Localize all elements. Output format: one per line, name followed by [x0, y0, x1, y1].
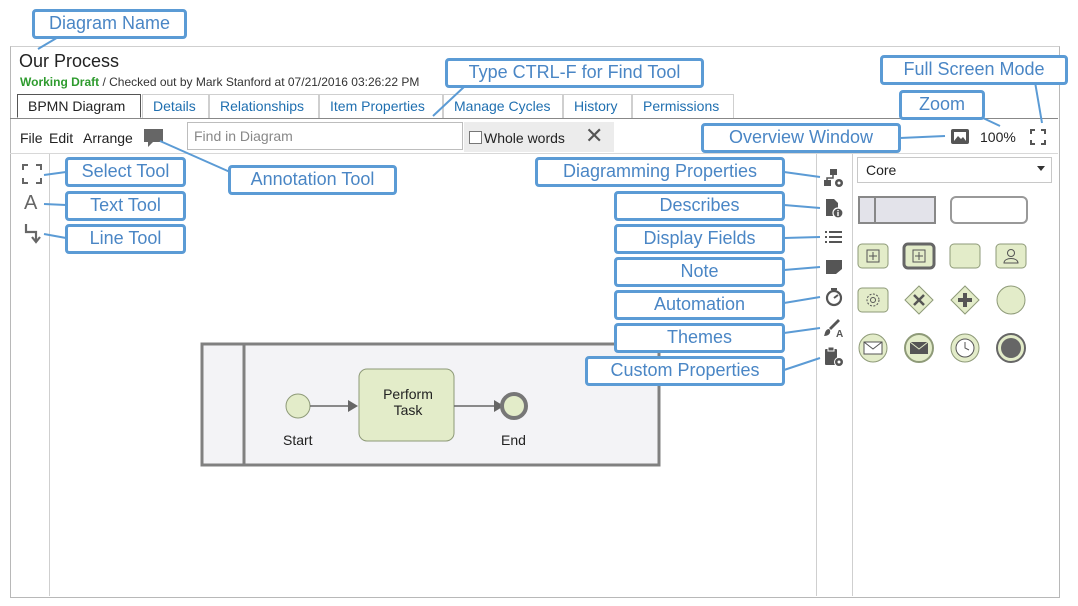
custom-properties-icon[interactable] — [823, 346, 845, 368]
themes-icon[interactable]: A — [823, 318, 845, 338]
find-input[interactable] — [187, 122, 463, 150]
task-label-line-1: Perform — [383, 386, 433, 402]
select-tool-icon[interactable] — [22, 164, 42, 184]
callout-diagramming-properties: Diagramming Properties — [535, 157, 785, 187]
bpmn-shape-palette[interactable] — [856, 242, 1042, 366]
menu-file[interactable]: File — [20, 130, 43, 146]
zoom-level[interactable]: 100% — [980, 129, 1016, 145]
line-tool-icon[interactable] — [23, 222, 45, 244]
callout-note: Note — [614, 257, 785, 287]
callout-display-fields: Display Fields — [614, 224, 785, 254]
overview-window-icon[interactable] — [950, 128, 970, 145]
diagram-title: Our Process — [19, 51, 120, 71]
automation-icon[interactable] — [824, 287, 844, 307]
callout-text-tool: Text Tool — [65, 191, 186, 221]
palette-select-value: Core — [866, 162, 897, 178]
task-label-line-2: Task — [393, 402, 423, 418]
left-toolbar-divider — [49, 154, 50, 596]
checkout-status: Working Draft / Checked out by Mark Stan… — [20, 75, 419, 89]
callout-automation: Automation — [614, 290, 785, 320]
tab-item-properties[interactable]: Item Properties — [319, 94, 443, 118]
diagram-window — [10, 46, 1060, 598]
task-label: Perform Task — [380, 386, 436, 418]
callout-full-screen: Full Screen Mode — [880, 55, 1068, 85]
menu-arrange[interactable]: Arrange — [83, 130, 133, 146]
display-fields-icon[interactable] — [825, 230, 843, 244]
callout-custom-properties: Custom Properties — [585, 356, 785, 386]
tab-bpmn-diagram[interactable]: BPMN Diagram — [17, 94, 141, 118]
chevron-down-icon — [1037, 166, 1045, 171]
callout-overview-window: Overview Window — [701, 123, 901, 153]
callout-line-tool: Line Tool — [65, 224, 186, 254]
pool-shape[interactable] — [858, 196, 936, 224]
menu-edit[interactable]: Edit — [49, 130, 74, 146]
callout-select-tool: Select Tool — [65, 157, 186, 187]
callout-describes: Describes — [614, 191, 785, 221]
tab-permissions[interactable]: Permissions — [632, 94, 734, 118]
tab-history[interactable]: History — [563, 94, 632, 118]
status-badge: Working Draft — [20, 75, 100, 89]
callout-zoom: Zoom — [899, 90, 985, 120]
annotation-icon[interactable] — [143, 127, 165, 149]
tab-relationships[interactable]: Relationships — [209, 94, 319, 118]
full-screen-icon[interactable] — [1030, 129, 1046, 145]
text-tool-icon[interactable]: A — [22, 192, 42, 212]
note-icon[interactable] — [825, 259, 843, 275]
tab-manage-cycles[interactable]: Manage Cycles — [443, 94, 563, 118]
describes-icon[interactable] — [824, 198, 844, 220]
bpmn-diagram[interactable] — [200, 342, 662, 468]
lane-shape[interactable] — [950, 196, 1028, 224]
palette-divider — [852, 154, 853, 596]
whole-words-label: Whole words — [484, 130, 565, 146]
diagramming-properties-icon[interactable] — [823, 168, 845, 188]
callout-themes: Themes — [614, 323, 785, 353]
whole-words-checkbox[interactable] — [469, 131, 482, 144]
checkout-info: / Checked out by Mark Stanford at 07/21/… — [99, 75, 420, 89]
tab-divider — [10, 118, 1058, 119]
callout-annotation-tool: Annotation Tool — [228, 165, 397, 195]
palette-select[interactable]: Core — [857, 157, 1052, 183]
callout-diagram-name: Diagram Name — [32, 9, 187, 39]
svg-text:A: A — [24, 192, 38, 212]
find-options — [464, 122, 614, 152]
end-event-label: End — [501, 432, 526, 448]
right-toolbar-divider — [816, 154, 817, 596]
callout-find-tool: Type CTRL-F for Find Tool — [445, 58, 704, 88]
svg-text:A: A — [836, 329, 843, 338]
close-find-icon[interactable]: ✕ — [585, 123, 604, 148]
toolbar-divider — [10, 153, 1058, 154]
start-event-label: Start — [283, 432, 313, 448]
tab-details[interactable]: Details — [142, 94, 209, 118]
